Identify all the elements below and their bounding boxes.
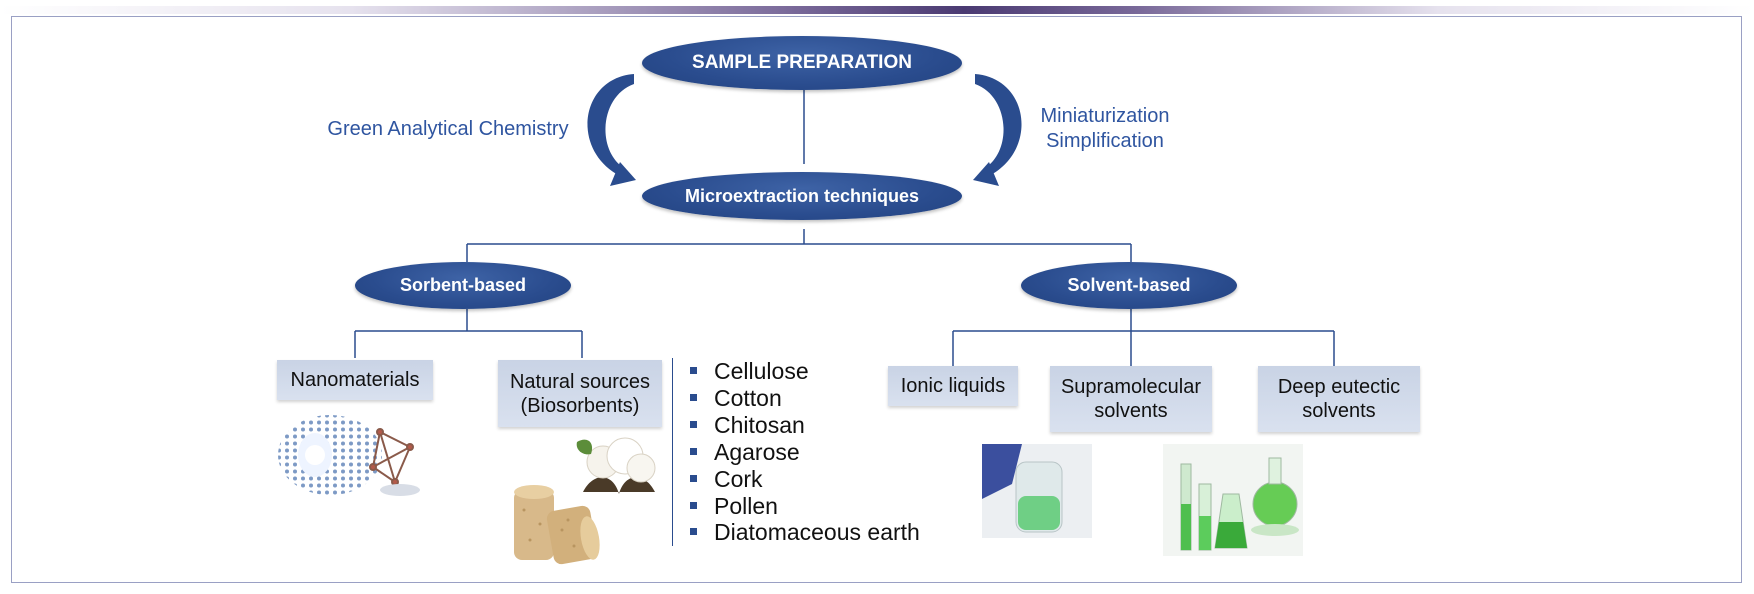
solvent-based-node: Solvent-based [1021,262,1237,309]
sorbent-based-node: Sorbent-based [355,262,571,309]
simplification-line: Simplification [1046,130,1164,152]
microextraction-node: Microextraction techniques [642,172,962,220]
list-item: Cotton [689,385,920,412]
natural-sources-box: Natural sources (Biosorbents) [498,360,662,427]
cork-image [514,485,600,565]
list-item: Agarose [689,439,920,466]
list-item: Diatomaceous earth [689,519,920,546]
glassware-image [1163,444,1303,556]
deep-eutectic-solvents-box: Deep eutectic solvents [1258,366,1420,432]
natural-sources-label: Natural sources (Biosorbents) [509,370,651,417]
nanomaterials-box: Nanomaterials [277,360,433,400]
list-item: Cork [689,466,920,493]
list-item: Cellulose [689,358,920,385]
deep-eutectic-solvents-label: Deep eutectic solvents [1277,376,1401,422]
sample-preparation-label: SAMPLE PREPARATION [692,52,912,73]
ionic-liquid-vial-image [982,444,1092,538]
biosorbent-list: Cellulose Cotton Chitosan Agarose Cork P… [672,358,920,547]
left-curved-arrow [587,74,636,186]
sorbent-based-label: Sorbent-based [399,275,527,295]
supramolecular-solvents-box: Supramolecular solvents [1050,366,1212,432]
ionic-liquids-label: Ionic liquids [900,375,1006,397]
nanomaterials-image [278,415,420,496]
solvent-based-label: Solvent-based [1067,275,1191,295]
list-item: Chitosan [689,412,920,439]
sample-preparation-node: SAMPLE PREPARATION [642,36,962,90]
right-curved-arrow [973,74,1022,186]
microextraction-label: Microextraction techniques [684,185,920,206]
miniaturization-line: Miniaturization [1040,105,1170,127]
ionic-liquids-box: Ionic liquids [888,366,1018,406]
supramolecular-solvents-label: Supramolecular solvents [1060,376,1202,422]
green-analytical-chemistry-note: Green Analytical Chemistry [327,118,569,140]
list-item: Pollen [689,493,920,520]
nanomaterials-label: Nanomaterials [290,369,420,391]
cotton-image [576,437,656,494]
miniaturization-note: Miniaturization Simplification [1020,104,1190,154]
top-gradient-bar [0,6,1754,14]
diagram-frame [11,16,1742,583]
